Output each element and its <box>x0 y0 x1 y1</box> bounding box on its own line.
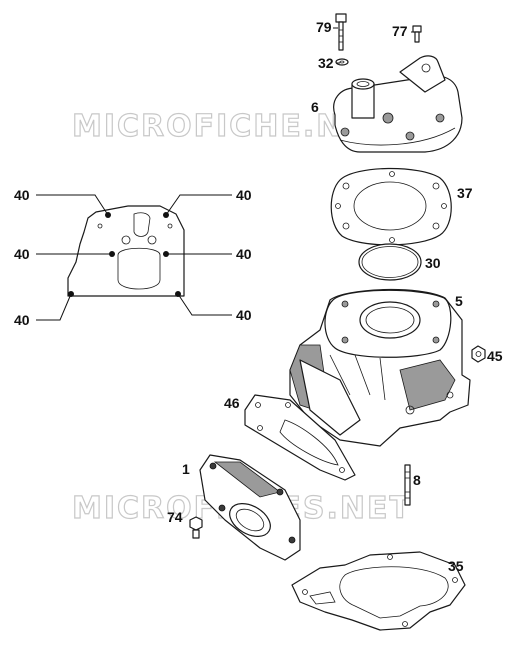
callout-40-left-bottom: 40 <box>14 312 30 328</box>
callout-32: 32 <box>318 55 334 71</box>
part-5-cylinder <box>289 288 471 447</box>
callout-leaders <box>333 27 413 64</box>
part-1-intake-flange <box>199 454 301 561</box>
part-37-head-gasket <box>330 167 452 246</box>
part-8-stud <box>404 464 411 506</box>
callout-5: 5 <box>455 293 463 309</box>
part-6-cylinder-head <box>333 55 463 153</box>
callout-79: 79 <box>316 19 332 35</box>
part-40-cover-plate <box>36 194 232 321</box>
part-35-base-gasket <box>291 551 466 631</box>
callout-46: 46 <box>224 395 240 411</box>
callout-74: 74 <box>167 509 183 525</box>
callout-6: 6 <box>311 99 319 115</box>
part-74-nut <box>189 516 203 539</box>
part-30-o-ring <box>358 243 422 281</box>
callout-40-left-top: 40 <box>14 187 30 203</box>
callout-40-right-mid: 40 <box>236 246 252 262</box>
callout-45: 45 <box>487 348 503 364</box>
part-77-screw <box>412 25 422 43</box>
callout-40-right-bottom: 40 <box>236 307 252 323</box>
part-79-bolt <box>335 13 347 51</box>
callout-77: 77 <box>392 23 408 39</box>
part-45-nut <box>471 345 486 363</box>
callout-1: 1 <box>182 461 190 477</box>
part-46-gasket <box>244 394 356 481</box>
callout-35: 35 <box>448 558 464 574</box>
callout-40-right-top: 40 <box>236 187 252 203</box>
callout-37: 37 <box>457 185 473 201</box>
callout-30: 30 <box>425 255 441 271</box>
callout-8: 8 <box>413 472 421 488</box>
part-32-washer <box>335 58 349 66</box>
callout-40-left-mid: 40 <box>14 246 30 262</box>
